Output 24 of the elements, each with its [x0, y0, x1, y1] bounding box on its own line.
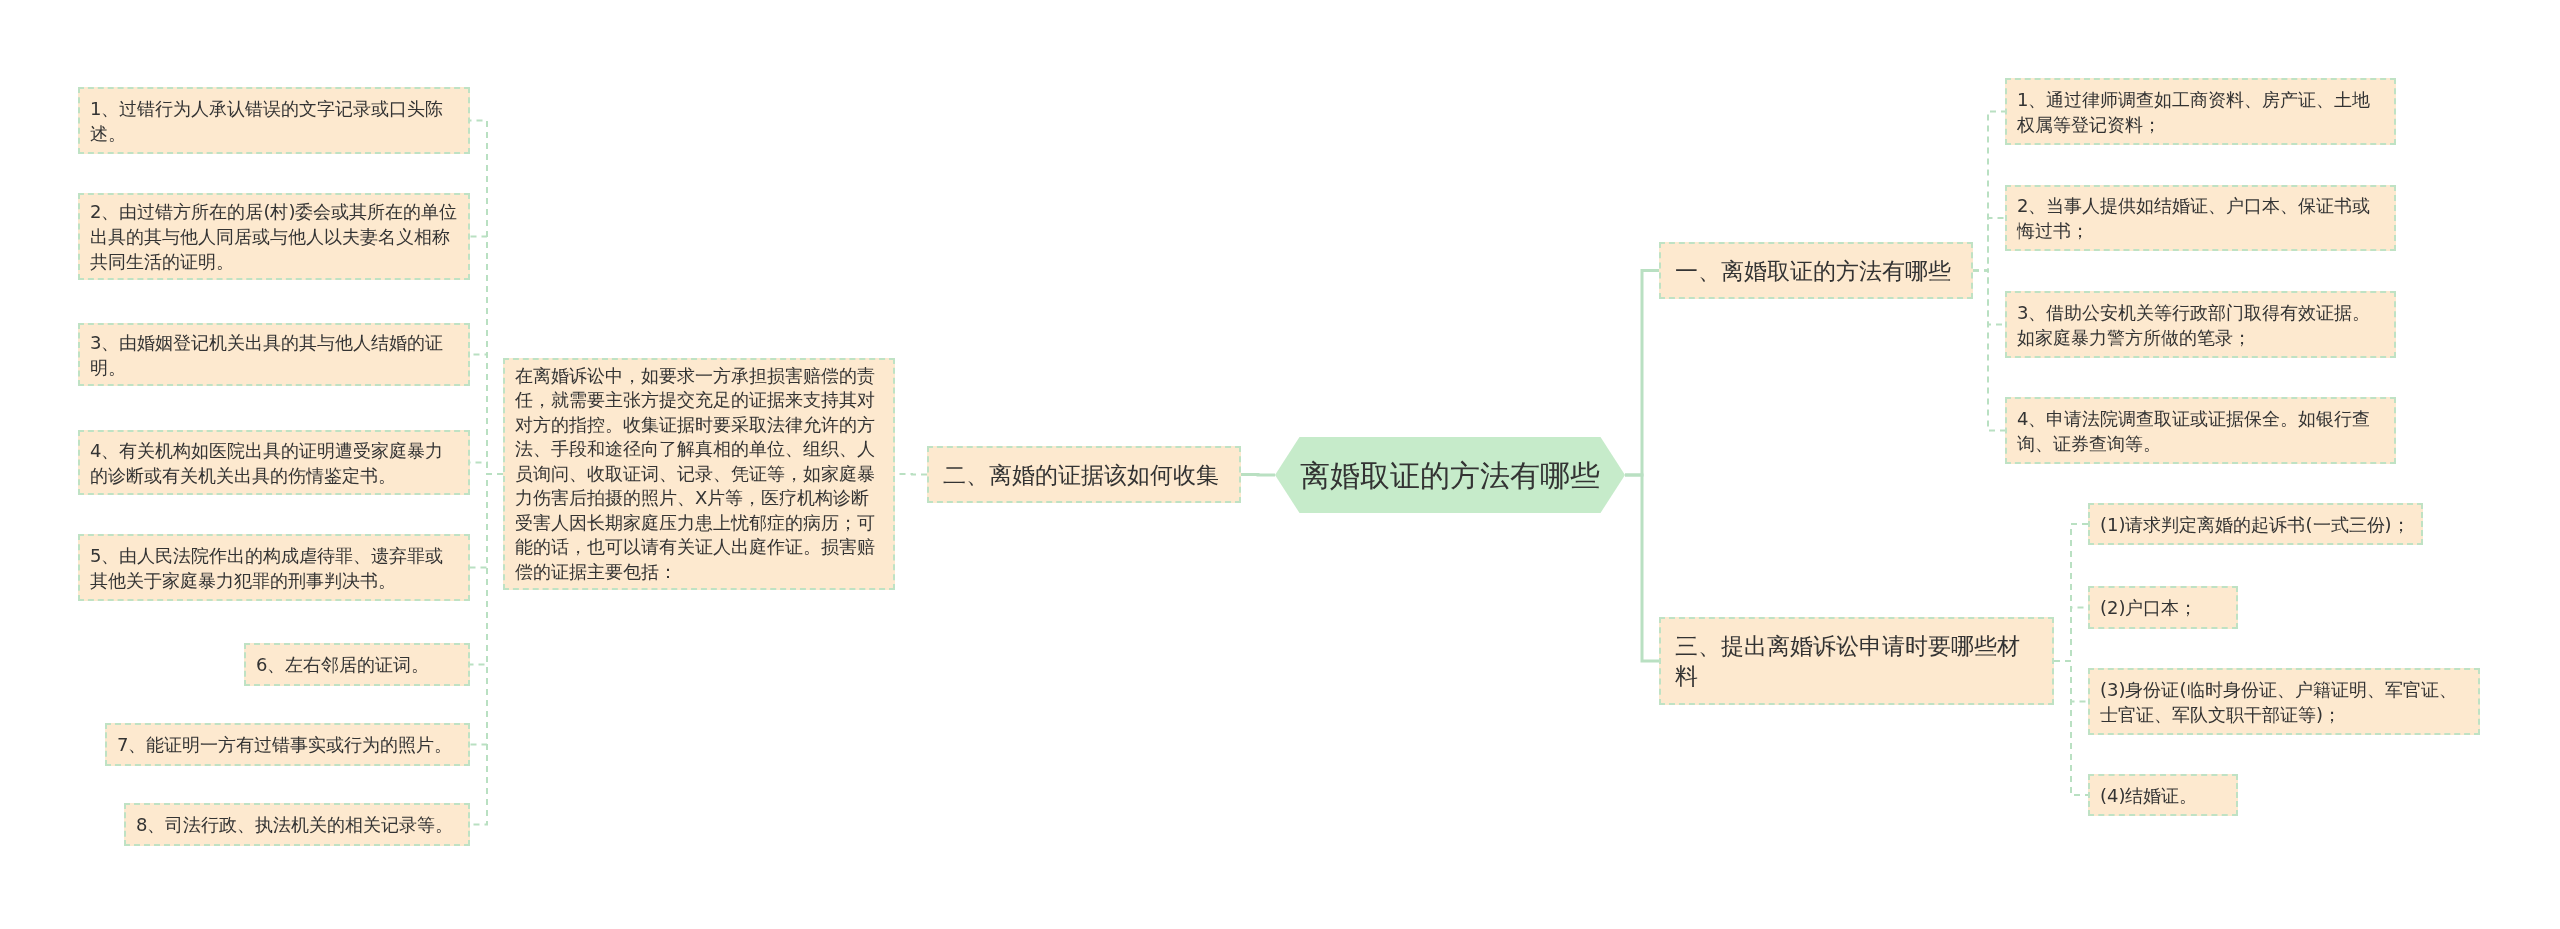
text-box: 6、左右邻居的证词。 [244, 643, 470, 686]
text-box: 在离婚诉讼中，如要求一方承担损害赔偿的责任，就需要主张方提交充足的证据来支持其对对方的指控。收集证据时要采取法律允许的方法、手段和途径向了解真相的单位、组织、人员询问、收取证词、记录、凭证等，如家庭暴力伤害后拍摄的照片、X片等，医疗机构诊断受害人因长期家庭压力患上忧郁症的病历；可能的话，也可以请有关证人出庭作证。损害赔偿的证据主要包括： [503, 358, 895, 590]
topic-box: 一、离婚取证的方法有哪些 [1659, 242, 1973, 299]
text-box: 4、有关机构如医院出具的证明遭受家庭暴力的诊断或有关机关出具的伤情鉴定书。 [78, 430, 470, 495]
text-box: 7、能证明一方有过错事实或行为的照片。 [105, 723, 470, 766]
text-box: 5、由人民法院作出的构成虐待罪、遗弃罪或其他关于家庭暴力犯罪的刑事判决书。 [78, 534, 470, 601]
text-box: 4、申请法院调查取证或证据保全。如银行查询、证券查询等。 [2005, 397, 2396, 464]
connector-line [2053, 660, 2089, 796]
text-box: (4)结婚证。 [2088, 774, 2238, 816]
connector-line [1241, 473, 1275, 477]
text-box: 1、通过律师调查如工商资料、房产证、土地权属等登记资料； [2005, 78, 2396, 145]
text-box: 8、司法行政、执法机关的相关记录等。 [124, 803, 470, 846]
text-box: 3、由婚姻登记机关出具的其与他人结婚的证明。 [78, 323, 470, 386]
connector-line [1972, 269, 2006, 432]
text-box: (3)身份证(临时身份证、户籍证明、军官证、士官证、军队文职干部证等)； [2088, 668, 2480, 735]
text-box: 3、借助公安机关等行政部门取得有效证据。如家庭暴力警方所做的笔录； [2005, 291, 2396, 358]
connector-line [1625, 473, 1659, 663]
text-box: (1)请求判定离婚的起诉书(一式三份)； [2088, 503, 2423, 545]
topic-box: 二、离婚的证据该如何收集 [927, 446, 1241, 503]
topic-box: 三、提出离婚诉讼申请时要哪些材料 [1659, 617, 2054, 705]
text-box: 2、由过错方所在的居(村)委会或其所在的单位出具的其与他人同居或与他人以夫妻名义相称共同生活的证明。 [78, 193, 470, 280]
text-box: (2)户口本； [2088, 586, 2238, 629]
text-box: 1、过错行为人承认错误的文字记录或口头陈述。 [78, 87, 470, 154]
text-box: 2、当事人提供如结婚证、户口本、保证书或悔过书； [2005, 185, 2396, 251]
